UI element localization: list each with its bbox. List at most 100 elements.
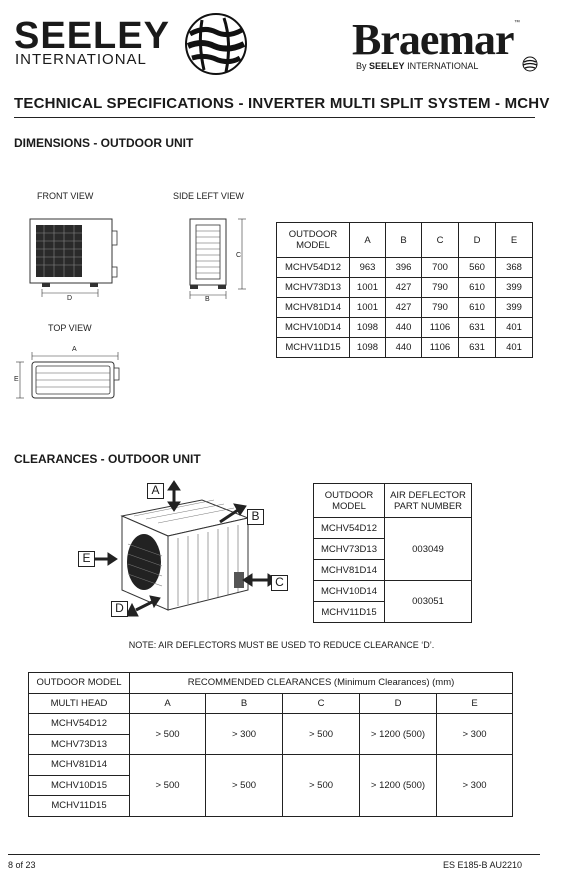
model-cell: MCHV81D14 <box>276 297 350 318</box>
value-cell: 440 <box>385 317 422 338</box>
clearance-label-b: B <box>247 509 264 525</box>
table-row: MCHV10D14 1098 440 1106 631 401 <box>276 317 533 338</box>
side-view-drawing <box>189 218 246 299</box>
table-row: MCHV10D14 003051 <box>313 580 472 623</box>
footer-divider <box>8 854 540 855</box>
deflector-header-row: OUTDOOR MODEL AIR DEFLECTOR PART NUMBER <box>313 483 472 518</box>
side-dim-c: C <box>236 252 242 259</box>
clearance-span-header: RECOMMENDED CLEARANCES (Minimum Clearanc… <box>129 672 513 694</box>
top-view-drawing <box>16 352 120 399</box>
clearance-col-a: A <box>129 692 206 714</box>
air-deflector-table: OUTDOOR MODEL AIR DEFLECTOR PART NUMBER … <box>313 483 472 623</box>
value-cell: > 300 <box>205 713 283 755</box>
table-row: MCHV81D14 1001 427 790 610 399 <box>276 297 533 318</box>
model-cell: MCHV10D14 <box>313 580 385 602</box>
clearance-col-e: E <box>436 692 513 714</box>
recommended-clearances-table: OUTDOOR MODEL RECOMMENDED CLEARANCES (Mi… <box>28 672 513 817</box>
title-divider <box>14 117 535 118</box>
table-row: MCHV11D15 <box>313 601 472 623</box>
value-cell: 401 <box>495 317 533 338</box>
braemar-international: INTERNATIONAL <box>407 61 479 71</box>
multi-head-header: MULTI HEAD <box>28 692 130 714</box>
model-cell: MCHV81D14 <box>28 754 130 776</box>
dimensions-table: OUTDOOR MODEL A B C D E MCHV54D12 963 39… <box>276 222 533 358</box>
value-cell: 440 <box>385 337 422 358</box>
braemar-seeley: SEELEY <box>369 61 405 71</box>
clearance-col-b: B <box>205 692 283 714</box>
deflector-model-header: OUTDOOR MODEL <box>313 483 385 518</box>
table-row: MCHV54D12 > 500 > 300 > 500 > 1200 (500)… <box>28 713 513 755</box>
value-cell: > 1200 (500) <box>359 713 437 755</box>
clearance-col-c: C <box>282 692 360 714</box>
part-number-cell: 003049 <box>384 517 472 581</box>
value-cell: 610 <box>458 277 496 298</box>
dimensions-header-row: OUTDOOR MODEL A B C D E <box>276 222 533 258</box>
value-cell: 399 <box>495 277 533 298</box>
globe-logo-icon <box>185 13 247 75</box>
clearance-label-c: C <box>271 575 288 591</box>
clearances-heading: CLEARANCES - OUTDOOR UNIT <box>14 452 201 466</box>
value-cell: > 500 <box>282 754 360 817</box>
value-cell: 427 <box>385 277 422 298</box>
braemar-logo-subtitle: By SEELEY INTERNATIONAL <box>356 62 478 71</box>
braemar-logo-wordmark: Braemar <box>352 15 515 64</box>
value-cell: 610 <box>458 297 496 318</box>
page-number: 8 of 23 <box>8 860 36 870</box>
model-cell: MCHV73D13 <box>276 277 350 298</box>
model-cell: MCHV10D14 <box>276 317 350 338</box>
value-cell: 560 <box>458 257 496 278</box>
value-cell: 790 <box>421 297 459 318</box>
deflector-part-header: AIR DEFLECTOR PART NUMBER <box>384 483 472 518</box>
page-title: TECHNICAL SPECIFICATIONS - INVERTER MULT… <box>14 95 550 112</box>
value-cell: 399 <box>495 297 533 318</box>
dimensions-col-c: C <box>421 222 459 258</box>
seeley-logo-wordmark: SEELEY <box>14 15 170 57</box>
document-code: ES E185-B AU2210 <box>443 860 523 870</box>
value-cell: 1001 <box>349 297 386 318</box>
value-cell: 1106 <box>421 337 459 358</box>
value-cell: > 500 <box>282 713 360 755</box>
clearance-label-d: D <box>111 601 128 617</box>
clearance-subheader-row: MULTI HEAD A B C D E <box>28 692 513 714</box>
dimensions-heading: DIMENSIONS - OUTDOOR UNIT <box>14 136 194 150</box>
value-cell: 631 <box>458 337 496 358</box>
seeley-logo-subtitle: INTERNATIONAL <box>15 51 147 68</box>
model-cell: MCHV11D15 <box>313 601 385 623</box>
model-cell: MCHV81D14 <box>313 559 385 581</box>
value-cell: > 500 <box>205 754 283 817</box>
model-cell: MCHV54D12 <box>276 257 350 278</box>
table-row: MCHV11D15 <box>28 795 513 817</box>
top-dim-e: E <box>14 376 19 383</box>
part-number-cell: 003051 <box>384 580 472 623</box>
side-dim-b: B <box>205 296 210 303</box>
value-cell: 1098 <box>349 337 386 358</box>
model-cell: MCHV73D13 <box>28 733 130 755</box>
dimensions-col-e: E <box>495 222 533 258</box>
value-cell: 401 <box>495 337 533 358</box>
value-cell: 963 <box>349 257 386 278</box>
small-globe-icon <box>522 56 538 72</box>
model-cell: MCHV73D13 <box>313 538 385 560</box>
trademark-mark: ™ <box>514 20 520 26</box>
dimensions-col-b: B <box>385 222 422 258</box>
table-row: MCHV54D12 963 396 700 560 368 <box>276 257 533 278</box>
value-cell: > 300 <box>436 713 513 755</box>
clearance-model-header: OUTDOOR MODEL <box>28 672 130 694</box>
value-cell: 790 <box>421 277 459 298</box>
value-cell: > 500 <box>129 754 206 817</box>
clearance-diagram <box>84 480 278 617</box>
value-cell: 1001 <box>349 277 386 298</box>
dimensions-col-d: D <box>458 222 496 258</box>
front-view-label: FRONT VIEW <box>37 191 94 201</box>
clearance-label-a: A <box>147 483 164 499</box>
clearance-label-e: E <box>78 551 95 567</box>
value-cell: 396 <box>385 257 422 278</box>
top-dim-a: A <box>72 346 77 353</box>
value-cell: > 1200 (500) <box>359 754 437 817</box>
dimensions-col-a: A <box>349 222 386 258</box>
top-view-label: TOP VIEW <box>48 323 92 333</box>
deflector-note: NOTE: AIR DEFLECTORS MUST BE USED TO RED… <box>128 640 435 650</box>
value-cell: > 500 <box>129 713 206 755</box>
dimensions-model-header: OUTDOOR MODEL <box>276 222 350 258</box>
value-cell: 1098 <box>349 317 386 338</box>
